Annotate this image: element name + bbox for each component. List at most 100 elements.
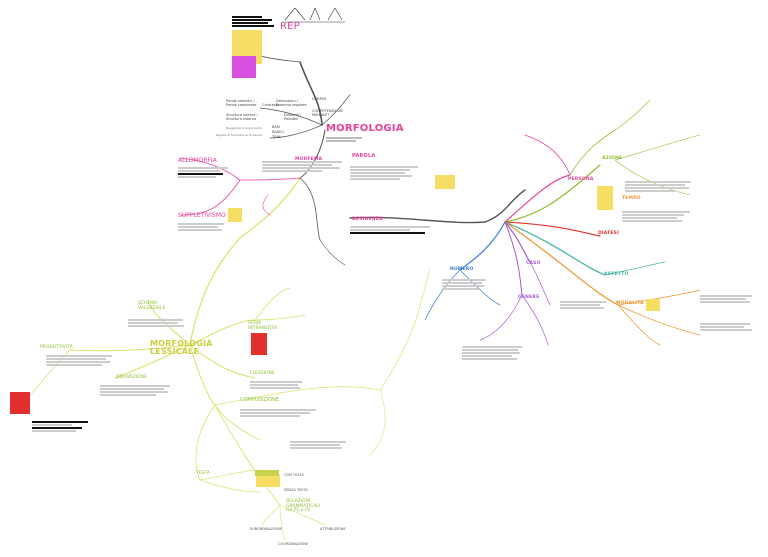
sticky-note-red xyxy=(251,333,267,355)
text-block-desinenza xyxy=(350,225,435,234)
tree-diagram-figure xyxy=(284,7,345,23)
sticky-note-red-left xyxy=(10,392,30,414)
branch-senza-testa xyxy=(199,479,261,493)
branch-corpus xyxy=(321,94,351,126)
verbi-intransitivi-label: VERBI INTRANSITIVI xyxy=(248,321,278,331)
diatesi-label: DIATESI xyxy=(598,231,620,236)
radici-label: RADICI xyxy=(272,130,284,134)
branch-numero xyxy=(459,221,506,271)
branch-to-lessicale xyxy=(239,177,301,239)
branch-allomorfia xyxy=(179,157,241,181)
parola-label: PAROLA xyxy=(352,153,376,159)
text-block-top-left xyxy=(232,15,277,27)
flessione-label: FLESSIONE xyxy=(250,371,275,376)
tempo-label: TEMPO xyxy=(622,196,641,201)
branch-modalita-sub3 xyxy=(617,304,661,346)
branch-azione xyxy=(504,164,601,223)
suppletivismo-label: SUPPLETIVISMO xyxy=(178,212,226,219)
text-block-allomorfia xyxy=(178,166,233,178)
text-block-parola xyxy=(350,165,420,180)
morfema-label: MORFEMA xyxy=(295,157,323,162)
branch-lessicale-right xyxy=(379,269,431,391)
branch-parola xyxy=(299,177,321,241)
branch-genere-sub2 xyxy=(521,294,549,346)
subordinazione-label: SUBORDINAZIONE xyxy=(250,527,283,531)
branch-basi xyxy=(269,124,323,139)
branch-comp-right-sub xyxy=(369,389,386,456)
temi-label: TEMI xyxy=(272,135,281,139)
branch-top-sub xyxy=(259,107,323,126)
rep-title: REP xyxy=(280,21,300,32)
branch-aspetto-sub1 xyxy=(604,261,666,276)
branch-persona-sub1 xyxy=(524,134,571,176)
text-block-left-bottom xyxy=(32,420,92,432)
sticky-note-yellow-bottom xyxy=(256,475,280,487)
branch-modalita xyxy=(504,221,619,306)
branch-comp-right xyxy=(214,386,381,406)
azione-label: AZIONE xyxy=(602,156,623,161)
branch-persona xyxy=(504,174,571,223)
branch-flessione xyxy=(189,344,256,379)
branch-relazioni xyxy=(214,404,281,506)
sticky-note-magenta xyxy=(232,56,256,78)
text-block-derivazione xyxy=(100,384,175,396)
sticky-note-yellow-top xyxy=(232,30,262,48)
branch-comp-sub1 xyxy=(214,404,261,441)
coordinazione-label: COORDINAZIONE xyxy=(278,542,309,546)
branch-verbi-sub1 xyxy=(254,287,291,321)
branch-genere xyxy=(504,221,523,296)
branch-azione-sub1 xyxy=(569,129,616,176)
branch-morfema xyxy=(239,177,301,181)
branch-caso xyxy=(504,221,531,263)
produttivita-label: PRODUTTIVITÀ xyxy=(40,345,73,350)
text-block-morfologia xyxy=(326,136,366,142)
text-block-composizione-right xyxy=(290,440,350,449)
branch-azione-sub3 xyxy=(614,134,701,161)
text-block-morfema xyxy=(262,160,347,172)
branch-caso-sub1 xyxy=(529,261,551,306)
branch-numero-sub2 xyxy=(459,269,501,306)
composizione-label: COMPOSIZIONE xyxy=(240,397,280,403)
relazioni-grammaticali-label: RELAZIONI GRAMMATICALI tra P1 e P2 xyxy=(286,499,321,513)
text-block-produttivita xyxy=(46,354,116,366)
branch-azione-sub2 xyxy=(614,99,651,131)
genere-label: GENERE xyxy=(518,295,540,300)
text-block-schema xyxy=(128,318,188,327)
branch-verbi-sub2 xyxy=(254,314,306,321)
senza-testa-label: SENZA TESTA xyxy=(284,488,308,492)
attribuzione-label: ATTRIBUZIONE xyxy=(320,527,346,531)
regole-label: Regole di formazione di parole xyxy=(216,133,262,137)
desinenza-label: DESINENZA xyxy=(352,217,383,222)
branch-lessicale-trunk xyxy=(189,237,241,346)
text-block-genere xyxy=(462,345,524,360)
sticky-note-yellow-left xyxy=(228,208,242,222)
branch-genere-sub1 xyxy=(479,294,523,341)
morfologia-title: MORFOLOGIA xyxy=(326,123,404,134)
branch-top-trunk xyxy=(299,61,323,126)
reggenza-label: Reggenza di argomento xyxy=(226,126,262,130)
branch-modalita-sub2 xyxy=(617,304,701,336)
sticky-note-yellow-right xyxy=(435,175,455,189)
text-block-modalita-2 xyxy=(700,322,755,331)
branch-testa xyxy=(195,404,216,481)
branch-numero-sub1 xyxy=(424,269,461,321)
branch-diatesi xyxy=(504,221,601,237)
branch-verbi xyxy=(189,319,256,346)
derivazione-label: DERIVAZIONE xyxy=(116,375,147,380)
branch-derivazione xyxy=(114,344,191,379)
competenza-label: COMPETENZA DEI PARLANTI xyxy=(312,109,344,117)
schema-valenziale-label: SCHEMA VALENZIALE xyxy=(138,301,166,311)
text-block-flessione xyxy=(250,380,305,389)
struttura-label: Struttura interna / Struttura esterna xyxy=(226,113,258,121)
branch-top-left xyxy=(257,54,301,63)
contrasto-label: Contrasto xyxy=(262,103,280,107)
parole-semplici-label: Parole semplici / Parole complesse xyxy=(226,99,257,107)
branch-flessione-node xyxy=(484,189,526,223)
branch-morfema-sub xyxy=(262,194,271,216)
corpus-label: CORPUS xyxy=(312,97,327,101)
allomorfia-label: ALLOMORFIA xyxy=(178,157,217,164)
text-block-suppletivismo xyxy=(178,222,228,231)
branch-aspetto xyxy=(504,221,606,276)
branch-suppletivismo xyxy=(179,179,241,216)
text-block-composizione xyxy=(240,408,320,417)
